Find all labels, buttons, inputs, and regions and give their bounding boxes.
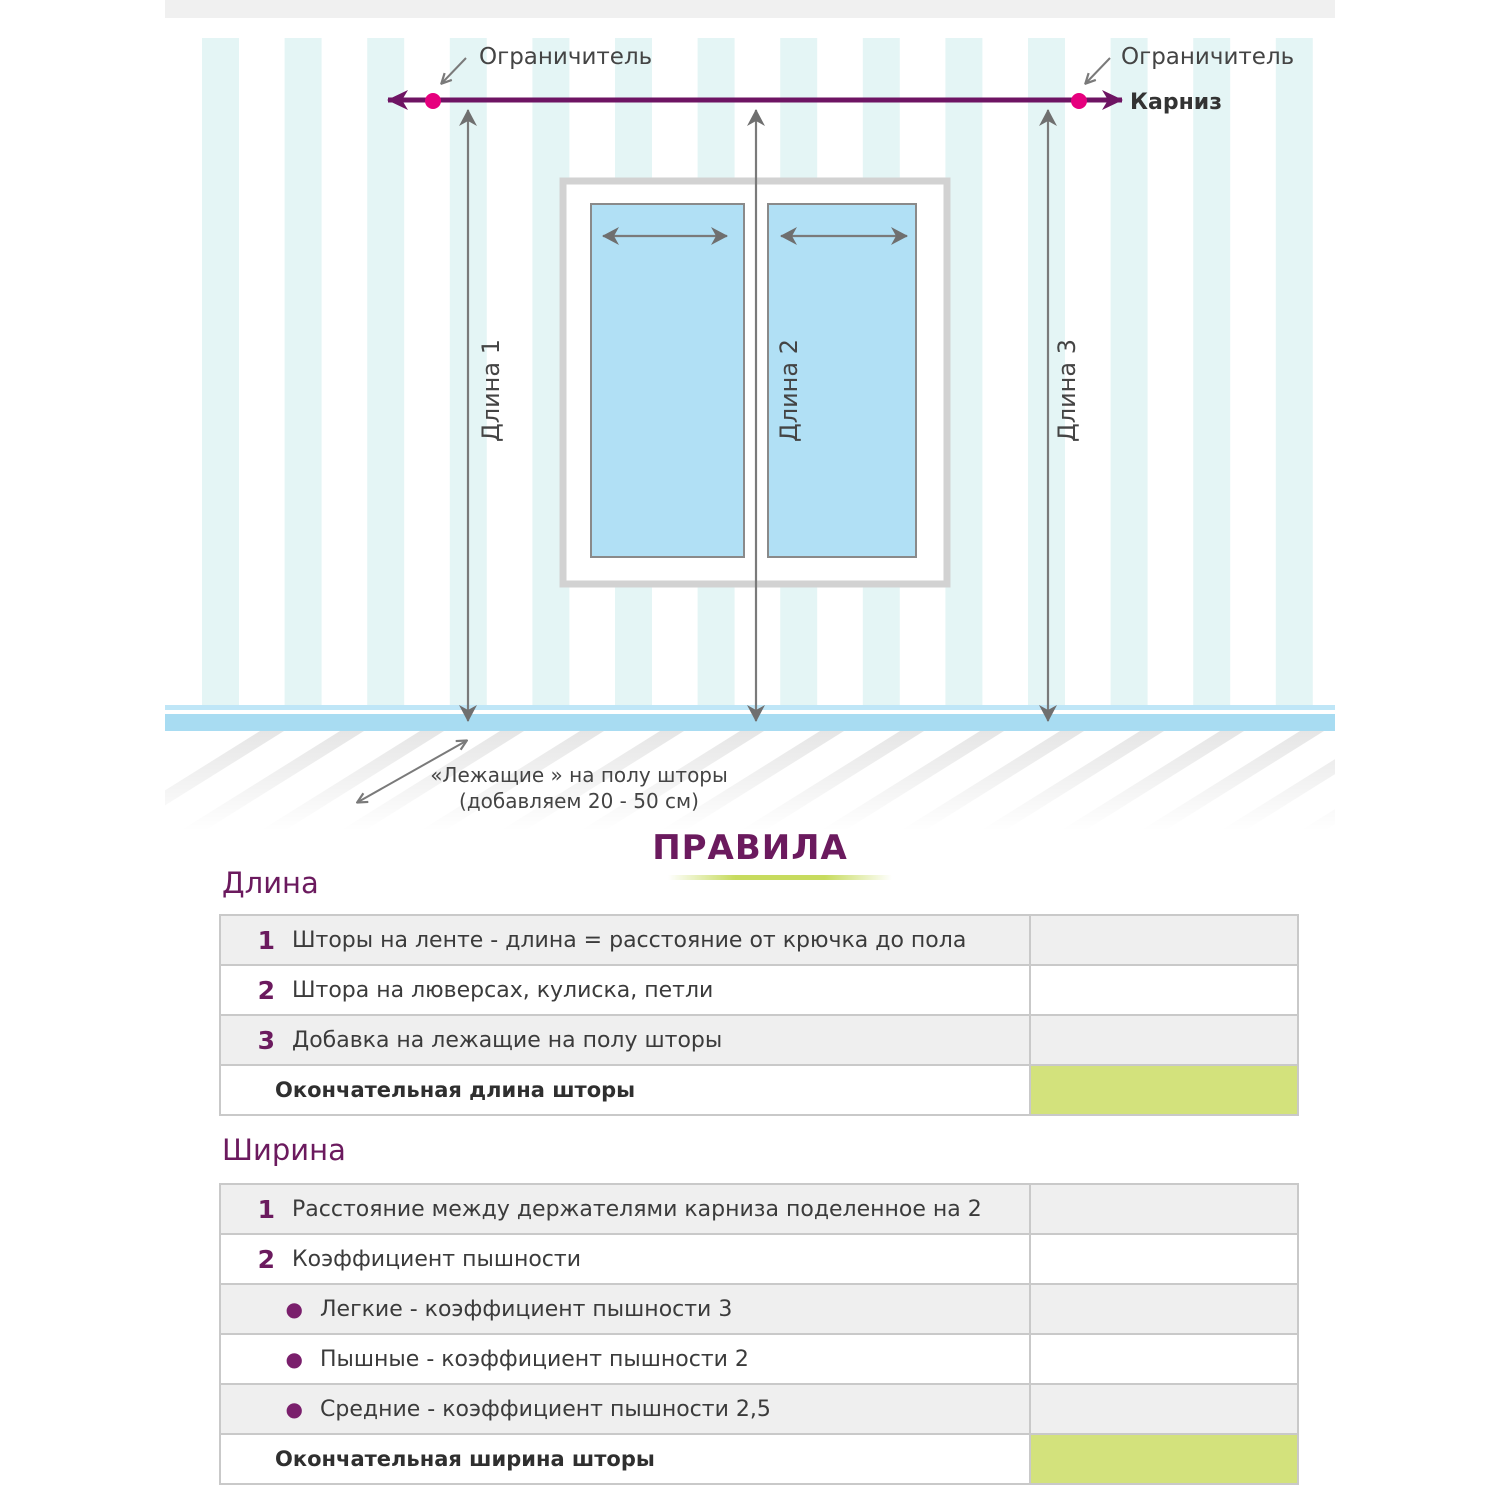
length-rules-table: 1 Шторы на ленте - длина = расстояние от… bbox=[219, 914, 1299, 1116]
floor-note-line2: (добавляем 20 - 50 см) bbox=[459, 789, 699, 813]
length3-label: Длина 3 bbox=[1053, 339, 1081, 442]
wall-stripe bbox=[1275, 38, 1313, 705]
final-width-label: Окончательная ширина шторы bbox=[275, 1447, 655, 1471]
wall-stripe bbox=[1193, 38, 1231, 705]
row-text: Штора на люверсах, кулиска, петли bbox=[292, 977, 714, 1003]
bullet-icon: ● bbox=[285, 1397, 303, 1421]
window-pane-right bbox=[767, 203, 917, 558]
value-cell bbox=[1029, 1383, 1299, 1435]
limiter-left-dot bbox=[425, 93, 441, 109]
table-row-bullet: ● Средние - коэффициент пышности 2,5 bbox=[219, 1383, 1299, 1435]
table-row-bullet: ● Легкие - коэффициент пышности 3 bbox=[219, 1283, 1299, 1335]
floor-allowance-arrow bbox=[358, 741, 466, 802]
bullet-text: Пышные - коэффициент пышности 2 bbox=[320, 1346, 749, 1372]
table-row: 1 Расстояние между держателями карниза п… bbox=[219, 1183, 1299, 1235]
floor-line-top bbox=[165, 705, 1335, 710]
table-row: 1 Шторы на ленте - длина = расстояние от… bbox=[219, 914, 1299, 966]
width-section-title: Ширина bbox=[222, 1133, 346, 1167]
row-number: 2 bbox=[257, 975, 275, 1005]
bullet-icon: ● bbox=[285, 1347, 303, 1371]
limiter-right-label: Ограничитель bbox=[1121, 44, 1294, 70]
width-rules-table: 1 Расстояние между держателями карниза п… bbox=[219, 1183, 1299, 1485]
table-row-bullet: ● Пышные - коэффициент пышности 2 bbox=[219, 1333, 1299, 1385]
row-number: 1 bbox=[257, 925, 275, 955]
wall-stripe bbox=[945, 38, 983, 705]
table-row-total: Окончательная ширина шторы bbox=[219, 1433, 1299, 1485]
ceiling-strip bbox=[165, 0, 1335, 18]
wall-stripe bbox=[202, 38, 239, 705]
final-width-value-cell bbox=[1029, 1433, 1299, 1485]
bullet-text: Легкие - коэффициент пышности 3 bbox=[320, 1296, 733, 1322]
wall-stripe bbox=[1110, 38, 1148, 705]
final-length-value-cell bbox=[1029, 1064, 1299, 1116]
value-cell bbox=[1029, 914, 1299, 966]
row-text: Добавка на лежащие на полу шторы bbox=[292, 1027, 723, 1053]
row-text: Коэффициент пышности bbox=[292, 1246, 582, 1272]
table-row: 2 Коэффициент пышности bbox=[219, 1233, 1299, 1285]
limiter-right-dot bbox=[1071, 93, 1087, 109]
wall-stripe bbox=[284, 38, 322, 705]
value-cell bbox=[1029, 1233, 1299, 1285]
final-length-label: Окончательная длина шторы bbox=[275, 1078, 636, 1102]
rules-title-underline bbox=[668, 875, 892, 880]
length-section-title: Длина bbox=[222, 866, 319, 900]
window-pane-left bbox=[590, 203, 745, 558]
floor-stripe bbox=[1380, 731, 1500, 831]
limiter-left-label: Ограничитель bbox=[479, 44, 652, 70]
floor-pattern bbox=[165, 731, 1500, 831]
bullet-text: Средние - коэффициент пышности 2,5 bbox=[320, 1396, 771, 1422]
limiter-right-pointer bbox=[1086, 57, 1111, 83]
floor-line bbox=[165, 714, 1335, 731]
value-cell bbox=[1029, 964, 1299, 1016]
row-number: 3 bbox=[257, 1025, 275, 1055]
row-number: 1 bbox=[257, 1194, 275, 1224]
row-number: 2 bbox=[257, 1244, 275, 1274]
table-row: 2 Штора на люверсах, кулиска, петли bbox=[219, 964, 1299, 1016]
rod-label: Карниз bbox=[1130, 90, 1222, 115]
length2-label: Длина 2 bbox=[775, 339, 803, 442]
table-row: 3 Добавка на лежащие на полу шторы bbox=[219, 1014, 1299, 1066]
row-text: Шторы на ленте - длина = расстояние от к… bbox=[292, 927, 967, 953]
bullet-icon: ● bbox=[285, 1297, 303, 1321]
value-cell bbox=[1029, 1283, 1299, 1335]
length1-label: Длина 1 bbox=[477, 339, 505, 442]
wall-stripe bbox=[367, 38, 405, 705]
value-cell bbox=[1029, 1333, 1299, 1385]
value-cell bbox=[1029, 1014, 1299, 1066]
rules-title: ПРАВИЛА bbox=[652, 828, 848, 868]
table-row-total: Окончательная длина шторы bbox=[219, 1064, 1299, 1116]
limiter-left-pointer bbox=[442, 57, 467, 83]
row-text: Расстояние между держателями карниза под… bbox=[292, 1196, 982, 1222]
value-cell bbox=[1029, 1183, 1299, 1235]
floor-note-line1: «Лежащие » на полу шторы bbox=[430, 763, 728, 787]
curtain-measurement-diagram: Ограничитель Ограничитель Карниз Длина 1… bbox=[165, 0, 1500, 831]
